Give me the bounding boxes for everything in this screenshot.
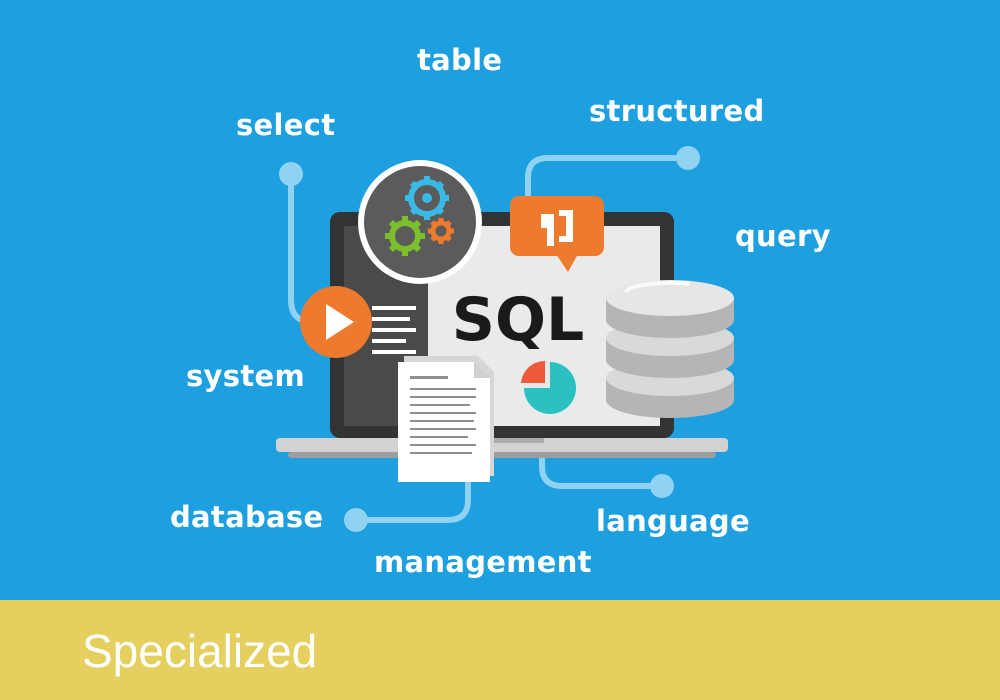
gear-green	[385, 216, 425, 256]
keyword-language: language	[596, 504, 750, 538]
keyword-management: management	[374, 545, 592, 579]
connector-structured	[525, 155, 691, 215]
laptop-base	[276, 438, 728, 452]
gears-icon	[358, 160, 482, 284]
play-button-icon	[300, 286, 372, 358]
gear-orange	[428, 218, 454, 244]
keyword-database: database	[170, 500, 324, 534]
connector-dot-structured	[676, 146, 700, 170]
document-icon	[398, 356, 494, 482]
menu-lines	[372, 306, 416, 354]
keyword-query: query	[735, 219, 831, 253]
keyword-system: system	[186, 359, 305, 393]
pie-chart-icon	[521, 360, 576, 414]
gear-blue	[405, 176, 449, 220]
database-icon	[606, 280, 734, 418]
laptop-base-shadow	[288, 452, 716, 458]
footer-band: Specialized	[0, 600, 1000, 700]
sql-illustration: SQL	[276, 146, 734, 532]
connector-dot-language	[650, 474, 674, 498]
connector-dot-select	[279, 162, 303, 186]
keyword-structured: structured	[589, 94, 765, 128]
keyword-table: table	[417, 43, 503, 77]
connector-language	[539, 449, 665, 489]
footer-label: Specialized	[82, 625, 318, 677]
connector-dot-management	[344, 508, 368, 532]
keyword-select: select	[236, 108, 336, 142]
speech-bubble-icon	[510, 196, 604, 272]
laptop-notch	[460, 438, 544, 443]
sql-title: SQL	[452, 285, 584, 355]
connector-management	[353, 449, 471, 523]
